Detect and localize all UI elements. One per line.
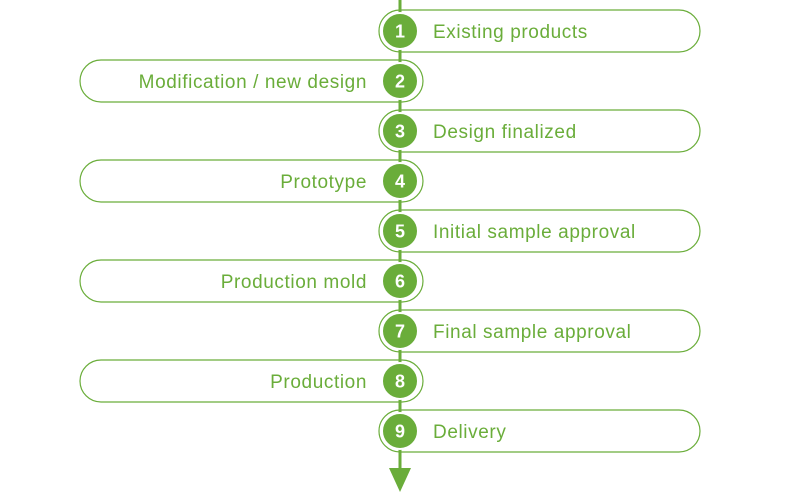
step-label: Existing products [433, 22, 588, 43]
step-number: 3 [395, 122, 405, 142]
step-label: Design finalized [433, 122, 577, 143]
step-number: 1 [395, 22, 405, 42]
step-label: Modification / new design [139, 72, 367, 93]
step-number-circle [381, 112, 419, 150]
step-6: Production mold [79, 259, 424, 303]
step-node-3: 3 [381, 112, 419, 150]
step-3: Design finalized [378, 109, 701, 153]
step-label: Initial sample approval [433, 222, 636, 243]
step-box [79, 159, 424, 203]
step-box [378, 109, 701, 153]
step-number-circle [381, 412, 419, 450]
step-node-6: 6 [381, 262, 419, 300]
step-box [378, 209, 701, 253]
step-8: Production [79, 359, 424, 403]
step-5: Initial sample approval [378, 209, 701, 253]
step-number-circle [381, 312, 419, 350]
step-node-4: 4 [381, 162, 419, 200]
step-box [378, 309, 701, 353]
step-node-2: 2 [381, 62, 419, 100]
step-number-circle [381, 362, 419, 400]
step-number-circle [381, 262, 419, 300]
step-node-9: 9 [381, 412, 419, 450]
step-2: Modification / new design [79, 59, 424, 103]
step-label: Delivery [433, 422, 506, 443]
arrow-down-icon [389, 468, 411, 492]
step-number: 2 [395, 72, 405, 92]
step-number: 7 [395, 322, 405, 342]
step-4: Prototype [79, 159, 424, 203]
step-1: Existing products [378, 9, 701, 53]
step-nodes: 1 2 3 4 5 6 7 8 9 [381, 12, 419, 450]
step-box [79, 59, 424, 103]
step-number-circle [381, 162, 419, 200]
step-box [79, 359, 424, 403]
step-number-circle [381, 12, 419, 50]
step-number: 5 [395, 222, 405, 242]
step-number-circle [381, 62, 419, 100]
step-number: 4 [395, 172, 405, 192]
step-box [378, 9, 701, 53]
step-node-1: 1 [381, 12, 419, 50]
step-box [378, 409, 701, 453]
step-label: Production [270, 372, 367, 393]
step-number: 6 [395, 272, 405, 292]
step-number-circle [381, 212, 419, 250]
step-9: Delivery [378, 409, 701, 453]
step-number: 9 [395, 422, 405, 442]
step-node-7: 7 [381, 312, 419, 350]
step-node-8: 8 [381, 362, 419, 400]
step-node-5: 5 [381, 212, 419, 250]
step-number: 8 [395, 372, 405, 392]
step-label: Final sample approval [433, 322, 631, 343]
step-7: Final sample approval [378, 309, 701, 353]
step-label: Production mold [221, 272, 367, 293]
step-label: Prototype [280, 172, 367, 193]
step-box [79, 259, 424, 303]
